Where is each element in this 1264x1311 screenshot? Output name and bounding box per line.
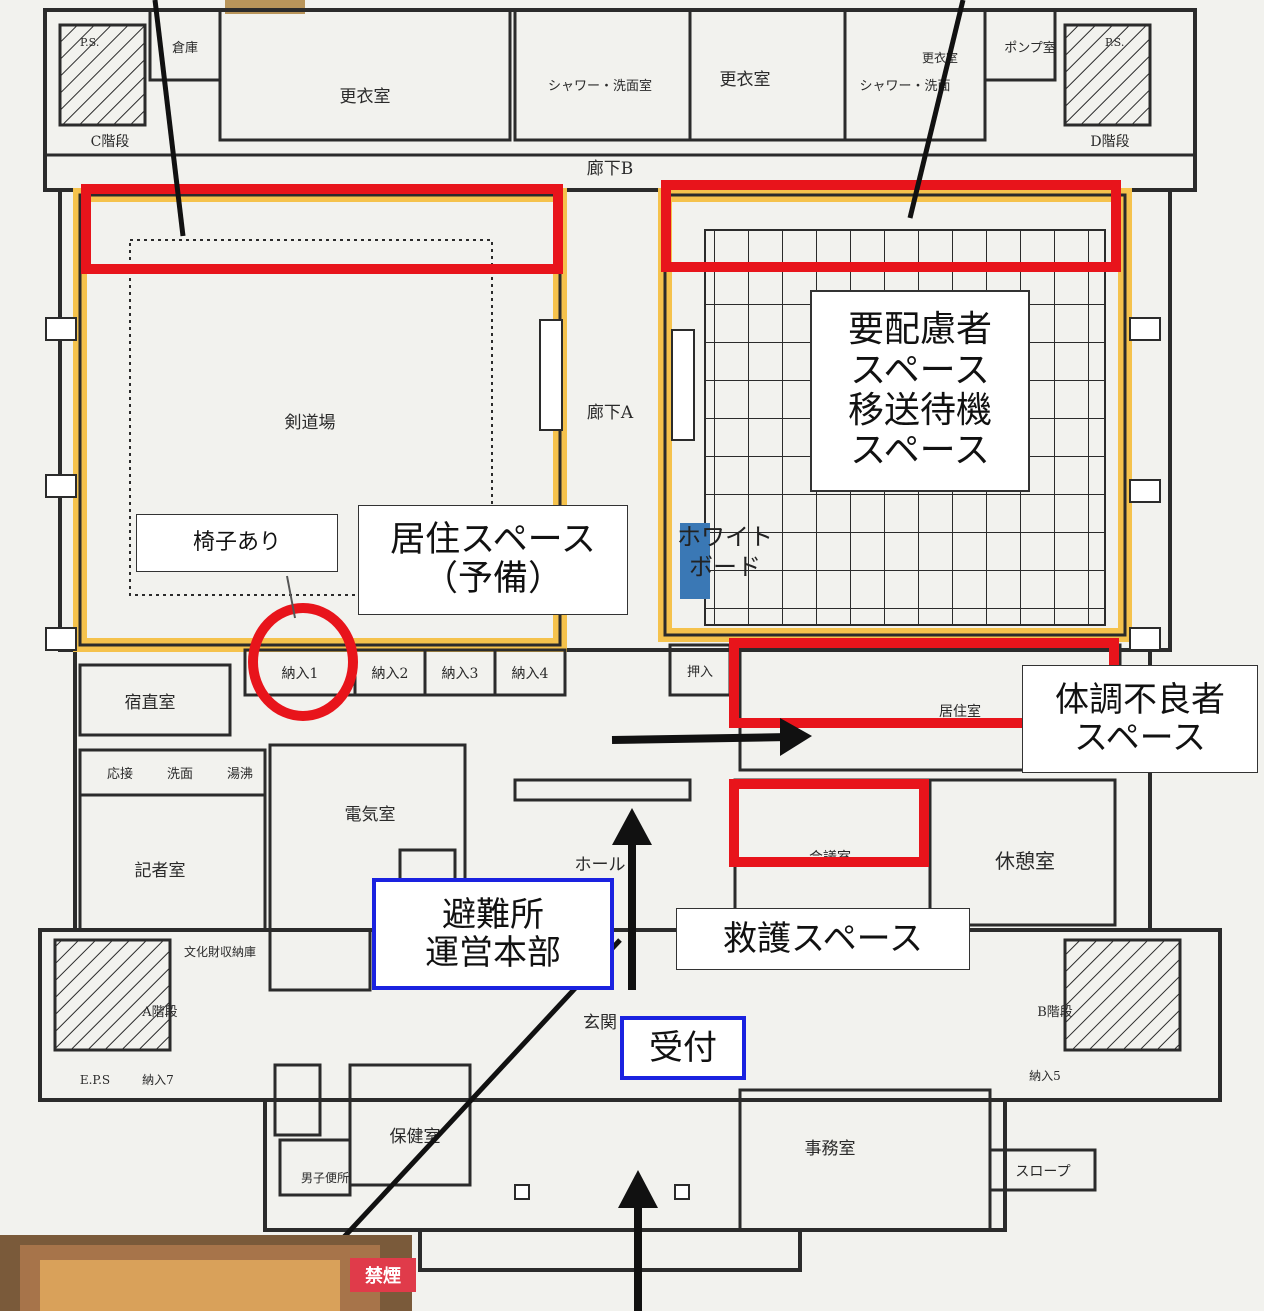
room-label: 剣道場 [285,413,336,433]
stairs-c-icon [58,23,147,127]
chairs-text: 椅子あり [192,529,281,555]
care-space-line: スペース [850,430,990,472]
first-aid-label: 救護スペース [676,908,970,970]
room-label: 電気室 [345,805,396,825]
red-zone-judo-top [661,180,1121,272]
room-label: 洗面 [167,767,193,782]
room-label: 男子便所 [301,1171,349,1185]
unwell-space-line: 体調不良者 [1055,679,1225,720]
red-zones [81,180,1121,867]
room-label: 倉庫 [172,41,198,56]
room-label: E.P.S [80,1073,110,1087]
room-label: 宿直室 [125,693,176,713]
red-zone-kendo-top [81,184,563,274]
arrow-up-icon [612,808,652,845]
room-label: シャワー・洗面室 [548,78,652,94]
room-label: B階段 [1037,1005,1073,1020]
room-label: 更衣室 [340,87,391,107]
room-label: 廊下B [587,159,634,179]
red-circle-chairs [248,603,358,721]
arrow-right-icon [780,718,812,756]
stairs-a-icon [53,938,172,1052]
room-label: 納入5 [1029,1069,1061,1083]
care-space-line: 移送待機 [847,390,992,431]
room-label: シャワー・洗面 [859,79,950,94]
room-label: 記者室 [135,861,186,881]
top-rooms [45,8,1195,157]
room-label: ホール [575,855,626,875]
kendo-court-line [129,239,493,596]
reception-desk-label: 受付 [620,1016,746,1080]
chairs-label: 椅子あり [136,514,338,572]
windows [45,317,1161,651]
room-label: ポンプ室 [1004,40,1056,56]
care-space-line: 要配慮者 [847,309,992,351]
room-label: 納入3 [442,666,479,682]
whiteboard-line: ホワイト [677,523,773,551]
room-label: 納入2 [372,666,409,682]
room-label: 居住室 [939,703,981,720]
stairs-b-icon [1063,938,1182,1052]
reserve-space-label: 居住スペース （予備） [358,505,628,615]
hq-line: 運営本部 [425,933,561,973]
care-space-label: 要配慮者 スペース 移送待機 スペース [810,290,1030,492]
room-label: 納入7 [142,1073,174,1087]
whiteboard-icon [680,523,710,599]
whiteboard-label: ホワイト ボード [677,522,773,582]
entrance-photo: 禁煙 [0,1235,416,1311]
first-aid-text: 救護スペース [723,918,923,959]
reserve-space-line: （予備） [422,559,563,599]
red-zone-first-aid [729,779,929,867]
room-label: A階段 [141,1005,177,1020]
room-label: 事務室 [805,1139,856,1159]
room-label: 納入1 [282,666,319,682]
room-label: D階段 [1090,134,1129,150]
stairs-d-icon [1063,23,1152,127]
arrows [611,718,812,1311]
room-label: 更衣室 [720,70,771,90]
reception-desk-text: 受付 [649,1027,717,1068]
room-label: 保健室 [390,1127,441,1147]
room-label: 応接 [107,766,133,782]
room-label: 玄関 [583,1013,617,1033]
hq-line: 避難所 [442,894,544,935]
no-smoking-sign: 禁煙 [365,1265,401,1287]
unwell-space-line: スペース [1074,718,1206,758]
arrow-up-entrance-icon [618,1170,658,1208]
room-label: 文化財収納庫 [184,944,256,959]
room-label: スロープ [1015,1164,1070,1180]
room-label: P.S. [1105,36,1124,49]
hq-label: 避難所 運営本部 [372,878,614,990]
whiteboard-line: ボード [689,553,761,581]
room-label: 廊下A [587,403,634,423]
care-space-line: スペース [850,349,990,391]
room-label: 納入4 [512,666,549,682]
unwell-space-label: 体調不良者 スペース [1022,665,1258,773]
chairs-pointer [286,575,296,619]
room-label: 押入 [687,665,713,680]
leader-lines [152,0,966,1267]
room-label: 湯沸 [227,767,253,782]
doors [514,1184,690,1200]
room-label: P.S. [80,36,99,49]
rest-room-label: 休憩室 [995,849,1055,873]
room-label: C階段 [91,134,130,150]
reserve-space-line: 居住スペース [390,519,596,560]
